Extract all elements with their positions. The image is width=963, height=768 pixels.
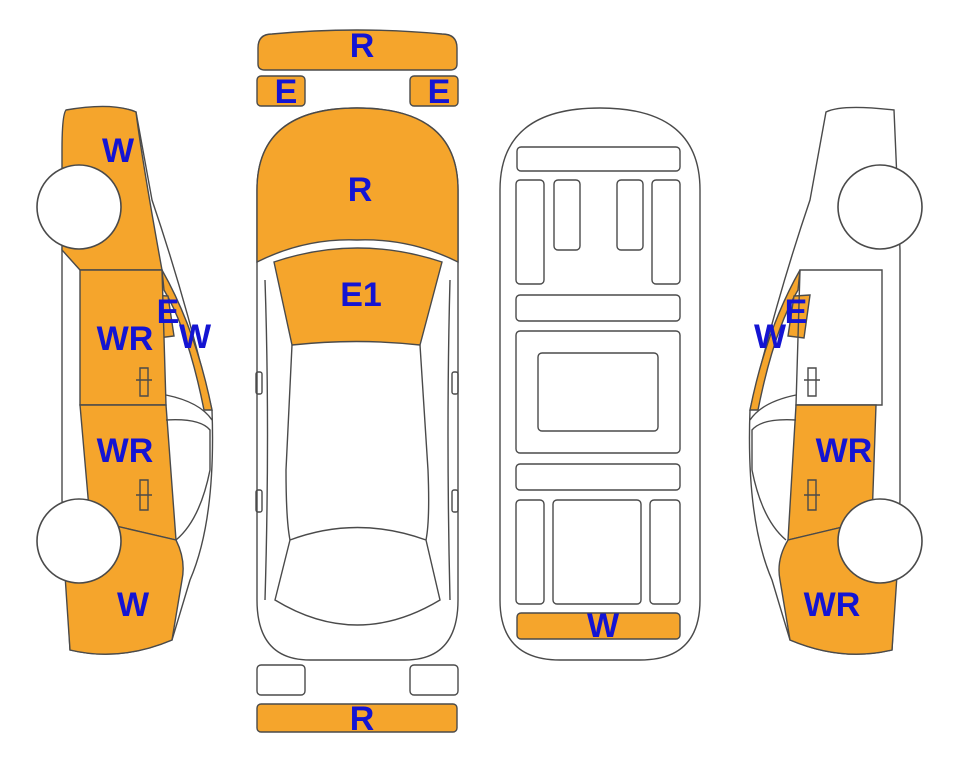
- left-mirror-top: [255, 371, 263, 395]
- label-left-front-door: WR: [97, 320, 154, 358]
- label-hood: R: [348, 171, 373, 209]
- right-a-pillar-panel[interactable]: [749, 269, 801, 411]
- underside-cross-bar-1: [515, 294, 681, 322]
- right-rear-wheel: [837, 498, 923, 584]
- body-side-lines: [264, 279, 451, 601]
- top-view: [255, 29, 459, 733]
- top-right-lamp-panel[interactable]: [409, 75, 459, 107]
- left-a-pillar-panel[interactable]: [161, 269, 213, 411]
- left-front-wheel: [36, 164, 122, 250]
- right-rear-handle: [804, 479, 820, 511]
- left-side-view: [36, 105, 214, 655]
- underside-seat-right: [616, 179, 644, 251]
- label-floor-trunk: W: [587, 607, 620, 645]
- left-rear-wheel: [36, 498, 122, 584]
- right-window-lines: [749, 394, 797, 541]
- underside-left-rail: [515, 179, 545, 285]
- label-left-rear-door: WR: [97, 432, 154, 470]
- right-front-door-panel[interactable]: [795, 269, 883, 406]
- top-rear-bumper-panel[interactable]: [257, 29, 458, 71]
- label-left-mirror: E: [157, 293, 180, 331]
- top-left-lamp-panel[interactable]: [256, 75, 306, 107]
- underside-center-frame: [515, 330, 681, 454]
- underside-top-bar: [516, 146, 681, 172]
- underside-seat-left: [553, 179, 581, 251]
- right-front-handle: [804, 367, 820, 397]
- underside-right-rail: [651, 179, 681, 285]
- bottom-bumper-panel[interactable]: [256, 703, 458, 733]
- underside-view: [499, 107, 701, 661]
- underside-lower-left: [515, 499, 545, 605]
- label-top-left-lamp: E: [275, 73, 298, 111]
- left-rear-handle: [136, 479, 152, 511]
- label-right-rear-door: WR: [816, 432, 873, 470]
- label-bottom-bumper: R: [350, 700, 375, 738]
- underside-lower-center: [552, 499, 642, 605]
- bottom-left-lamp-panel[interactable]: [256, 664, 306, 696]
- label-top-right-lamp: E: [428, 73, 451, 111]
- roof-outline: [285, 344, 430, 541]
- left-handle-top: [255, 489, 263, 513]
- label-right-mirror: E: [785, 293, 808, 331]
- hood-panel[interactable]: [256, 107, 459, 264]
- underside-cross-bar-2: [515, 463, 681, 491]
- rear-window-outline: [274, 526, 441, 626]
- label-right-a-pillar: W: [754, 318, 787, 356]
- right-front-wheel: [837, 164, 923, 250]
- label-right-rear-quarter: WR: [804, 586, 861, 624]
- left-front-handle: [136, 367, 152, 397]
- right-mirror-top: [451, 371, 459, 395]
- underside-center-panel: [537, 352, 659, 432]
- right-side-view: [748, 106, 923, 655]
- windshield-panel[interactable]: [273, 247, 443, 346]
- floor-trunk-panel[interactable]: [516, 612, 681, 640]
- left-window-lines: [165, 394, 213, 541]
- underside-body-outline: [499, 107, 701, 661]
- label-left-front-fender: W: [102, 132, 135, 170]
- damage-labels: R E E R E1 R W W WR E W WR W E W WR WR: [97, 27, 873, 738]
- bottom-right-lamp-panel[interactable]: [409, 664, 459, 696]
- label-top-rear-bumper: R: [350, 27, 375, 65]
- underside-lower-right: [649, 499, 681, 605]
- label-left-rear-quarter: W: [117, 586, 150, 624]
- label-left-a-pillar: W: [179, 318, 212, 356]
- right-handle-top: [451, 489, 459, 513]
- label-windshield: E1: [340, 276, 382, 314]
